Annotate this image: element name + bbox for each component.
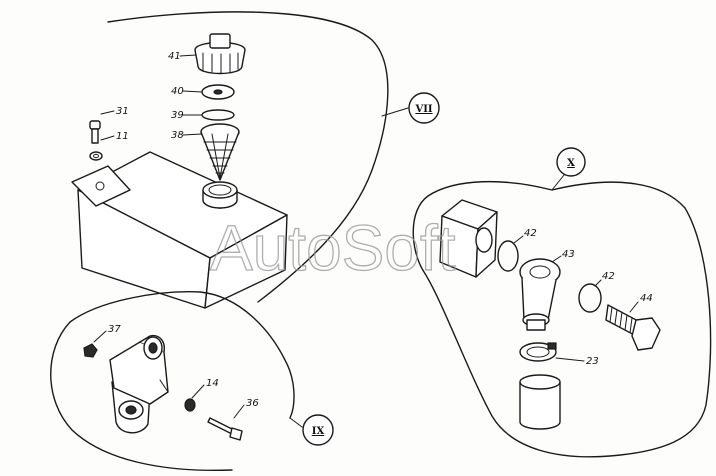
square-block xyxy=(439,199,498,278)
view-ix-marker xyxy=(302,414,334,446)
callout-31: 31 xyxy=(116,106,129,117)
nut-37 xyxy=(83,343,98,358)
view-ix-outline xyxy=(50,291,295,472)
view-x-detail: X xyxy=(412,147,712,458)
autosoft-watermark: AutoSoft xyxy=(210,212,456,284)
callout-42-right: 42 xyxy=(602,271,615,282)
washer-14 xyxy=(184,398,196,412)
callout-43: 43 xyxy=(562,249,575,260)
filler-cap-41 xyxy=(194,33,246,75)
view-vii-marker xyxy=(408,92,440,124)
view-x-marker xyxy=(556,147,586,177)
callout-42-left: 42 xyxy=(524,228,537,239)
filter-disc-40 xyxy=(201,84,235,100)
callout-37: 37 xyxy=(108,324,121,335)
callout-36: 36 xyxy=(246,398,259,409)
view-vii-leader xyxy=(381,107,409,117)
snap-ring-39 xyxy=(201,109,235,121)
banjo-bolt-44 xyxy=(605,304,661,351)
callout-40: 40 xyxy=(171,86,184,97)
reservoir-tank xyxy=(77,151,288,309)
view-x-numeral: X xyxy=(567,158,575,169)
callout-11: 11 xyxy=(116,131,129,142)
filler-neck xyxy=(202,181,238,209)
hose-end xyxy=(519,374,561,430)
tee-fitting xyxy=(109,334,169,434)
bolt-36 xyxy=(207,417,243,441)
hose-clamp-23 xyxy=(519,342,557,362)
callout-38: 38 xyxy=(171,130,184,141)
seal-42b xyxy=(578,283,602,313)
washer-11 xyxy=(89,151,103,161)
callout-23: 23 xyxy=(586,356,599,367)
view-vii-outline xyxy=(107,11,389,303)
strainer-cone-38 xyxy=(200,123,240,181)
banjo-elbow-43 xyxy=(519,258,561,331)
view-ix-detail: IX 37 14 36 xyxy=(50,291,334,472)
view-vii-detail: VII xyxy=(71,11,440,309)
view-x-leader xyxy=(551,174,565,191)
callout-41: 41 xyxy=(168,51,181,62)
callout-14: 14 xyxy=(206,378,219,389)
mounting-bracket xyxy=(71,165,131,207)
bolt-31 xyxy=(89,120,101,144)
callout-39: 39 xyxy=(171,110,184,121)
view-x-outline xyxy=(412,180,712,458)
seal-42a xyxy=(497,240,519,272)
callout-44: 44 xyxy=(640,293,653,304)
view-vii-numeral: VII xyxy=(414,104,432,115)
view-ix-leader xyxy=(289,417,303,428)
view-ix-numeral: IX xyxy=(312,426,325,437)
